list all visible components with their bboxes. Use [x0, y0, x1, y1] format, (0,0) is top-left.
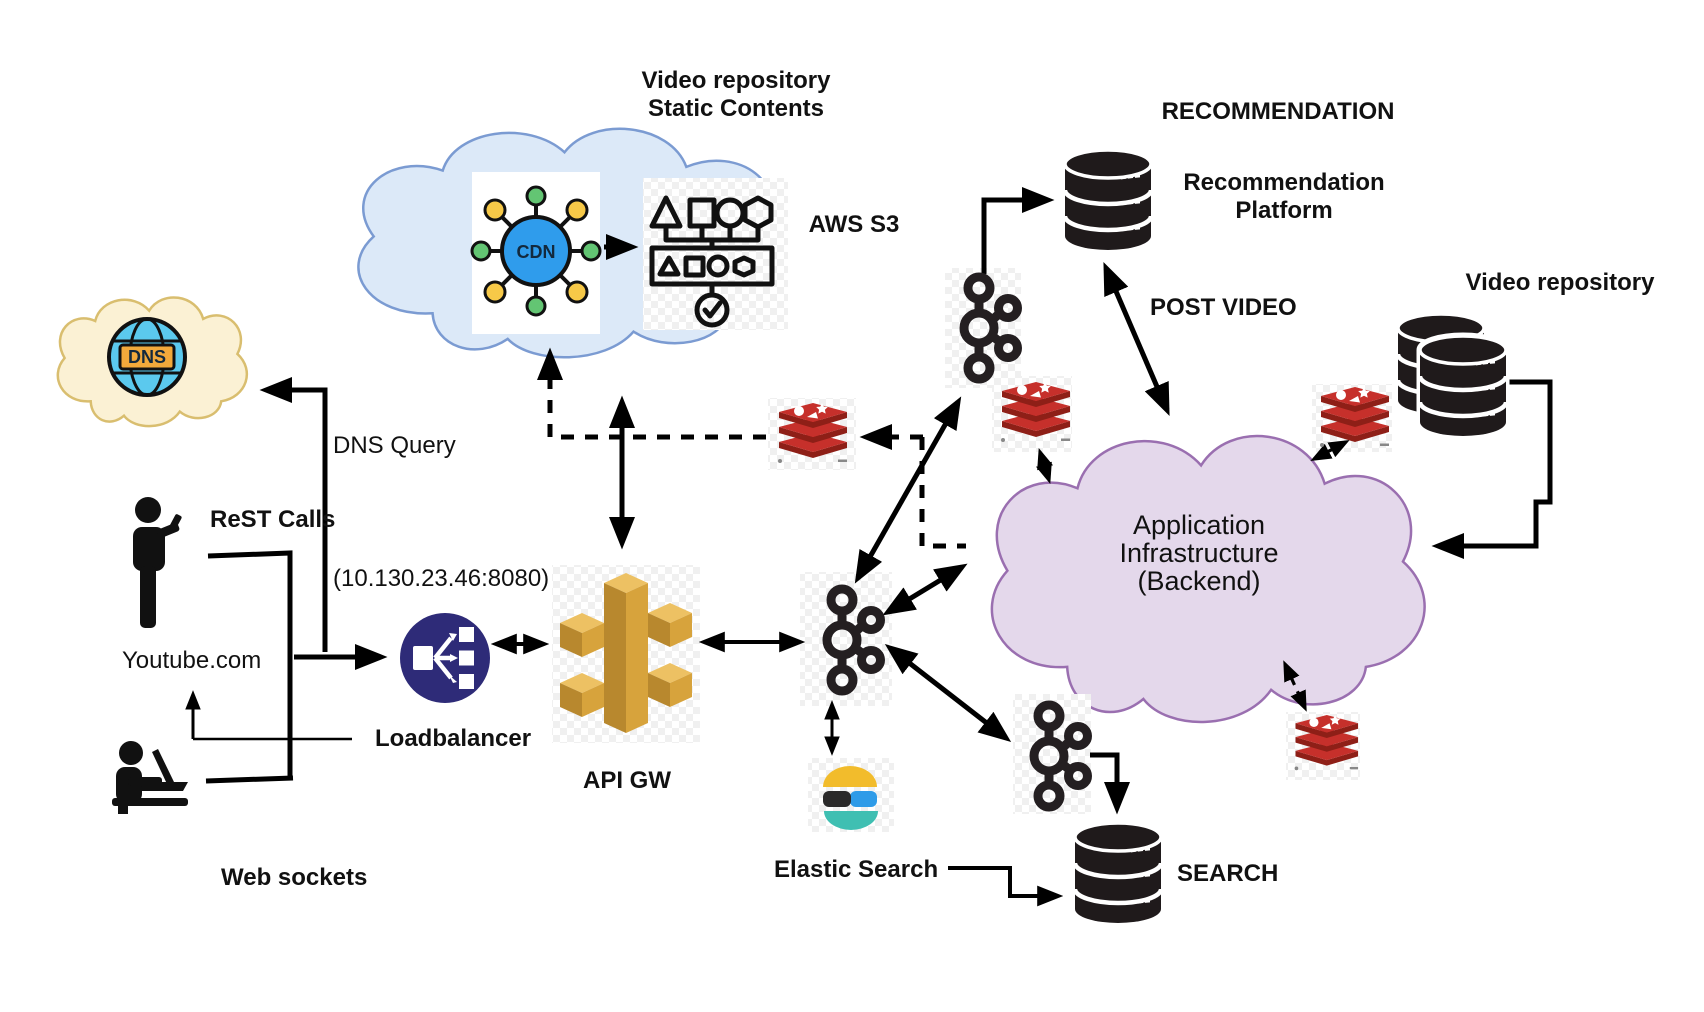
person-laptop-icon [112, 741, 188, 814]
arrow-kafka-searchkafka [884, 644, 1012, 742]
label-static-contents-2: Static Contents [648, 95, 824, 122]
loadbalancer-icon [400, 613, 490, 703]
arrow-searchkafka-searchdb [1090, 752, 1130, 815]
label-rest-calls: ReST Calls [210, 506, 335, 533]
label-rec-platform-2: Platform [1235, 197, 1332, 224]
cdn-badge: CDN [517, 242, 556, 262]
arrow-videorepo-backendcloud [1431, 379, 1553, 559]
label-search: SEARCH [1177, 860, 1278, 887]
person-phone-icon [133, 497, 182, 628]
arrow-kafka-backendcloud [882, 563, 968, 616]
label-app-infra-2: Infrastructure [1119, 538, 1278, 568]
label-rec-platform-1: Recommendation [1183, 169, 1384, 196]
arrow-dns-query [259, 377, 328, 652]
label-youtube: Youtube.com [122, 647, 261, 674]
label-web-sockets: Web sockets [221, 864, 367, 891]
label-post-video: POST VIDEO [1150, 294, 1297, 321]
database-icon-recommendation [1065, 150, 1151, 250]
arrow-post-video [1103, 262, 1170, 416]
cdn-icon: CDN [470, 185, 602, 317]
dns-globe-icon: DNS [107, 317, 187, 397]
label-loadbalancer-ip: (10.130.23.46:8080) [333, 565, 549, 592]
label-elastic-search: Elastic Search [774, 856, 938, 883]
label-recommendation: RECOMMENDATION [1162, 98, 1395, 125]
kafka-search-tile [1013, 694, 1091, 814]
arrow-topkafka-recommendation [981, 187, 1055, 274]
label-api-gw: API GW [583, 767, 671, 794]
api-gateway-icon [560, 573, 692, 733]
dashed-redis-upper-cloud [1035, 448, 1054, 484]
label-app-infra-3: (Backend) [1137, 566, 1260, 596]
line-rest-bracket [207, 550, 293, 777]
database-icon-search [1075, 823, 1161, 923]
arrow-elasticlabel-searchdb [948, 866, 1064, 907]
label-app-infra-1: Application [1133, 510, 1265, 540]
label-loadbalancer: Loadbalancer [375, 725, 531, 752]
label-static-contents-1: Video repository [642, 67, 832, 94]
dashed-redis-to-cdn [537, 347, 766, 440]
dns-badge: DNS [128, 347, 166, 367]
line-websocket [205, 775, 294, 784]
s3-shapes-icon [649, 195, 775, 328]
database-icon-video-repository [1398, 314, 1506, 436]
dashed-redis-right-cloud [1310, 440, 1350, 461]
label-dns-query: DNS Query [333, 432, 456, 459]
label-aws-s3: AWS S3 [809, 211, 900, 238]
label-video-repository: Video repository [1466, 269, 1656, 296]
elastic-icon [823, 766, 878, 830]
kafka-top-tile [945, 268, 1021, 388]
arrow-kafka-topkafka [854, 396, 962, 584]
